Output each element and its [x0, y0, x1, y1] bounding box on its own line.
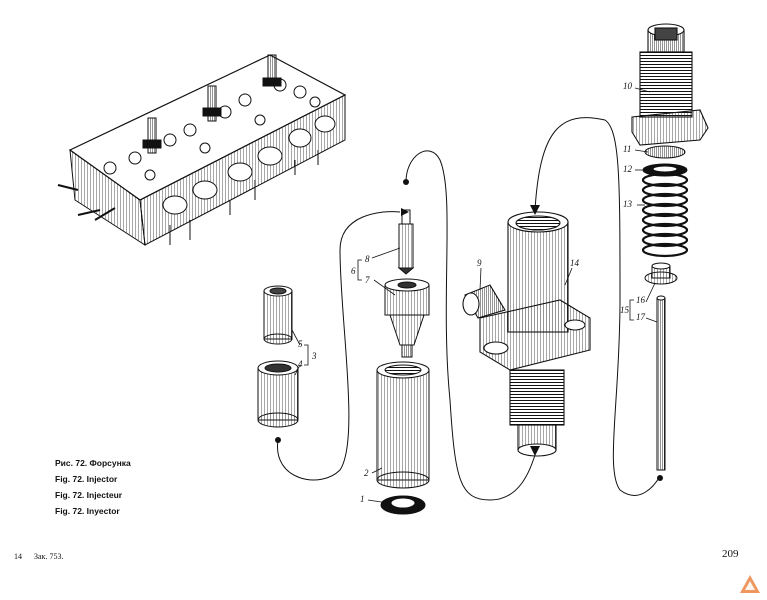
caption-russian: Рис. 72. Форсунка — [55, 458, 131, 468]
callout-10: 10 — [623, 81, 633, 91]
callout-1: 1 — [360, 494, 365, 504]
nozzle-body-7-drawing — [384, 278, 430, 358]
callout-4: 4 — [298, 359, 303, 369]
cap-nut-10-drawing — [631, 23, 709, 146]
corner-watermark-icon — [740, 575, 760, 593]
bushing-5-drawing — [263, 285, 293, 345]
callout-17: 17 — [636, 312, 646, 322]
callout-5: 5 — [298, 339, 303, 349]
needle-8-drawing — [397, 209, 415, 275]
sleeve-4-drawing — [257, 360, 299, 428]
cylinder-head-drawing — [57, 54, 347, 246]
callout-15: 15 — [620, 305, 630, 315]
nozzle-nut-2-drawing — [376, 361, 430, 489]
spring-seat-16-drawing — [644, 262, 678, 285]
push-rod-17-drawing — [656, 295, 666, 471]
spring-13-drawing — [641, 172, 689, 258]
callout-16: 16 — [636, 295, 646, 305]
callout-12: 12 — [623, 164, 633, 174]
callout-8: 8 — [365, 254, 370, 264]
callout-2: 2 — [364, 468, 369, 478]
callout-labels: 1 2 3 4 5 6 7 8 9 10 11 12 13 14 15 16 1… — [298, 81, 646, 504]
callout-13: 13 — [623, 199, 633, 209]
page-number: 209 — [722, 548, 739, 560]
callout-6: 6 — [351, 266, 356, 276]
callout-3: 3 — [311, 351, 317, 361]
callout-11: 11 — [623, 144, 631, 154]
printer-footer: 14 Зак. 753. — [14, 552, 73, 561]
callout-leaders — [291, 87, 658, 504]
caption-spanish: Fig. 72. Inyector — [55, 506, 120, 516]
caption-english: Fig. 72. Injector — [55, 474, 118, 484]
callout-9: 9 — [477, 258, 482, 268]
signature-number: 14 — [14, 552, 22, 561]
washer-11-drawing — [644, 145, 686, 159]
assembly-path-arrowheads — [275, 179, 663, 481]
injector-body-14-drawing — [462, 211, 591, 457]
callout-14: 14 — [570, 258, 580, 268]
washer-1-drawing — [380, 495, 426, 515]
assembly-path-lines — [277, 117, 661, 501]
callout-7: 7 — [365, 275, 370, 285]
figure-caption: Рис. 72. Форсунка Fig. 72. Injector Fig.… — [55, 455, 131, 519]
order-number: Зак. 753. — [34, 552, 64, 561]
caption-french: Fig. 72. Injecteur — [55, 490, 123, 500]
